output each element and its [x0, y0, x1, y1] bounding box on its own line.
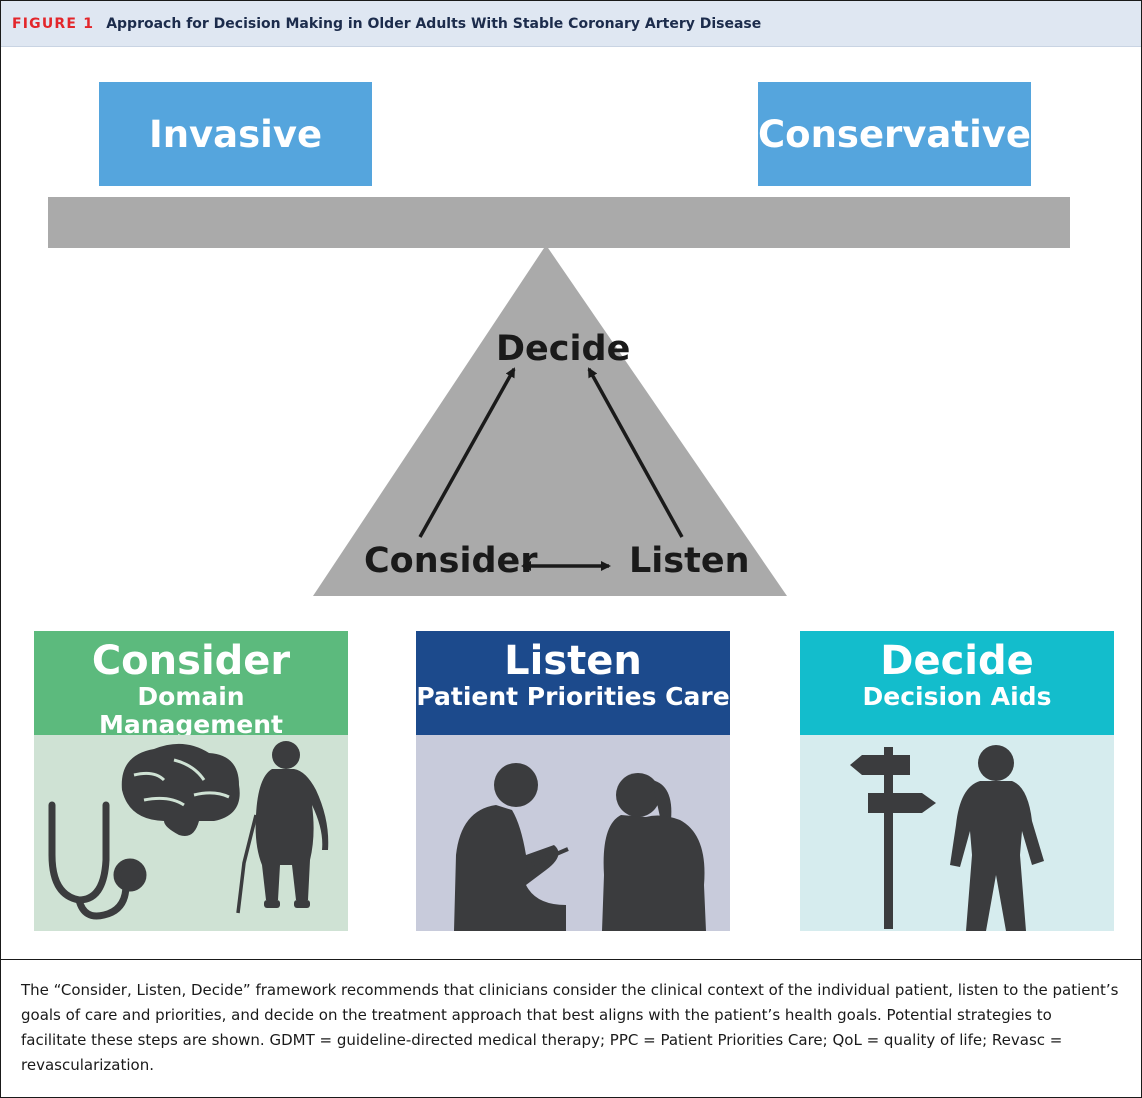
- triangle-shape: [313, 245, 787, 596]
- diagram-area: Invasive Conservative Decide Consider: [1, 47, 1141, 959]
- consider-card-body: [34, 735, 348, 931]
- triangle-decide-label: Decide: [496, 329, 631, 369]
- older-woman-with-cane-icon: [236, 741, 329, 914]
- consider-card-header: Consider Domain Management Approach: [34, 631, 348, 765]
- man-icon: [950, 745, 1044, 931]
- decide-card-body: [800, 735, 1114, 931]
- decide-card-header: Decide Decision Aids: [800, 631, 1114, 735]
- decide-card-title: Decide: [880, 638, 1034, 684]
- brain-icon: [121, 743, 240, 837]
- invasive-label: Invasive: [148, 112, 323, 156]
- triangle-listen-label: Listen: [629, 541, 750, 581]
- listen-card: Listen Patient Priorities Care: [416, 631, 730, 931]
- listen-card-body: [416, 735, 730, 931]
- fulcrum-triangle: [313, 245, 787, 596]
- listen-card-title: Listen: [504, 638, 642, 684]
- figure-caption: The “Consider, Listen, Decide” framework…: [1, 959, 1141, 1097]
- consider-card-title: Consider: [91, 638, 291, 684]
- balance-beam: [48, 197, 1070, 248]
- figure-label: FIGURE 1: [12, 15, 95, 32]
- arrow-listen-to-decide: [587, 367, 684, 538]
- consider-card: Consider Domain Management Approach: [34, 631, 348, 931]
- decide-card-subtitle: Decision Aids: [862, 682, 1052, 711]
- figure-title: Approach for Decision Making in Older Ad…: [106, 15, 762, 32]
- clinician-icon: [454, 763, 569, 931]
- decide-card: Decide Decision Aids: [800, 631, 1114, 931]
- listen-card-header: Listen Patient Priorities Care: [416, 631, 730, 735]
- patient-icon: [602, 773, 706, 931]
- listen-card-subtitle: Patient Priorities Care: [416, 682, 730, 711]
- conservative-box: Conservative: [758, 82, 1031, 186]
- invasive-box: Invasive: [99, 82, 372, 186]
- figure-header: FIGURE 1 Approach for Decision Making in…: [1, 1, 1141, 47]
- triangle-consider-label: Consider: [364, 541, 538, 581]
- arrow-consider-to-decide: [418, 367, 516, 538]
- signpost-icon: [850, 747, 936, 929]
- stethoscope-icon: [48, 801, 147, 920]
- conservative-label: Conservative: [758, 112, 1031, 156]
